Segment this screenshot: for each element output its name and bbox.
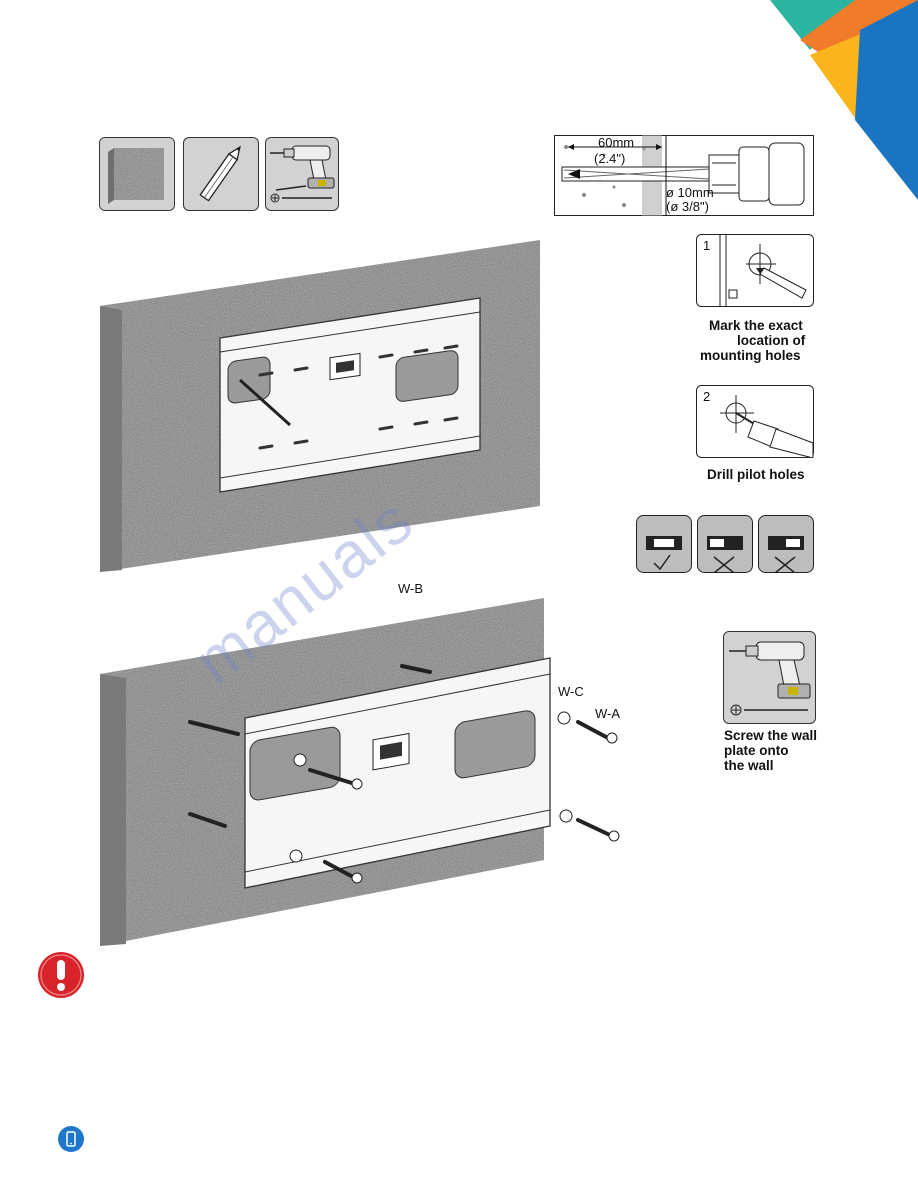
wall-screw-installation-illustration xyxy=(100,598,620,946)
drill-icon xyxy=(729,641,811,716)
screw-step-caption-line-2: plate onto xyxy=(724,743,789,758)
level-wrong-left xyxy=(697,515,753,573)
step-1-mark-illustration xyxy=(696,234,814,307)
wall-with-plate-illustration xyxy=(100,240,540,572)
wall-sample-tile xyxy=(99,137,175,211)
wall-plate xyxy=(219,297,481,493)
pencil-icon xyxy=(199,145,241,202)
level-correct xyxy=(636,515,692,573)
wall-texture-icon xyxy=(100,138,174,210)
depth-mm-label: 60mm xyxy=(598,135,634,150)
step-2-caption: Drill pilot holes xyxy=(707,467,805,482)
step-1-caption-line-3: mounting holes xyxy=(700,348,801,363)
pencil-tile xyxy=(183,137,259,211)
screw-step-caption-line-3: the wall xyxy=(724,758,774,773)
part-label-wa: W-A xyxy=(595,706,621,721)
level-wrong-right xyxy=(758,515,814,573)
screw-step-caption-line-1: Screw the wall xyxy=(724,728,818,743)
drill-tile xyxy=(265,137,339,211)
corner-decoration xyxy=(770,0,918,200)
level-check-diagram xyxy=(636,515,814,573)
part-label-wc: W-C xyxy=(558,684,584,699)
mobile-icon xyxy=(58,1126,84,1152)
depth-in-label: (2.4") xyxy=(594,151,625,166)
drill-icon xyxy=(270,145,335,203)
step-1-caption-line-2: location of xyxy=(737,333,806,348)
step-1-caption-line-1: Mark the exact xyxy=(709,318,803,333)
part-label-wb: W-B xyxy=(398,581,424,596)
screw-step-drill-tile xyxy=(723,631,816,724)
diameter-mm-label: ø 10mm xyxy=(666,185,714,200)
drill-depth-diagram: 60mm (2.4") ø 10mm (ø 3/8") xyxy=(554,135,814,216)
step-2-drill-illustration xyxy=(696,385,814,458)
step-2-number: 2 xyxy=(703,389,711,404)
step-1-number: 1 xyxy=(703,238,711,253)
warning-icon xyxy=(38,952,84,998)
diameter-in-label: (ø 3/8") xyxy=(666,199,709,214)
